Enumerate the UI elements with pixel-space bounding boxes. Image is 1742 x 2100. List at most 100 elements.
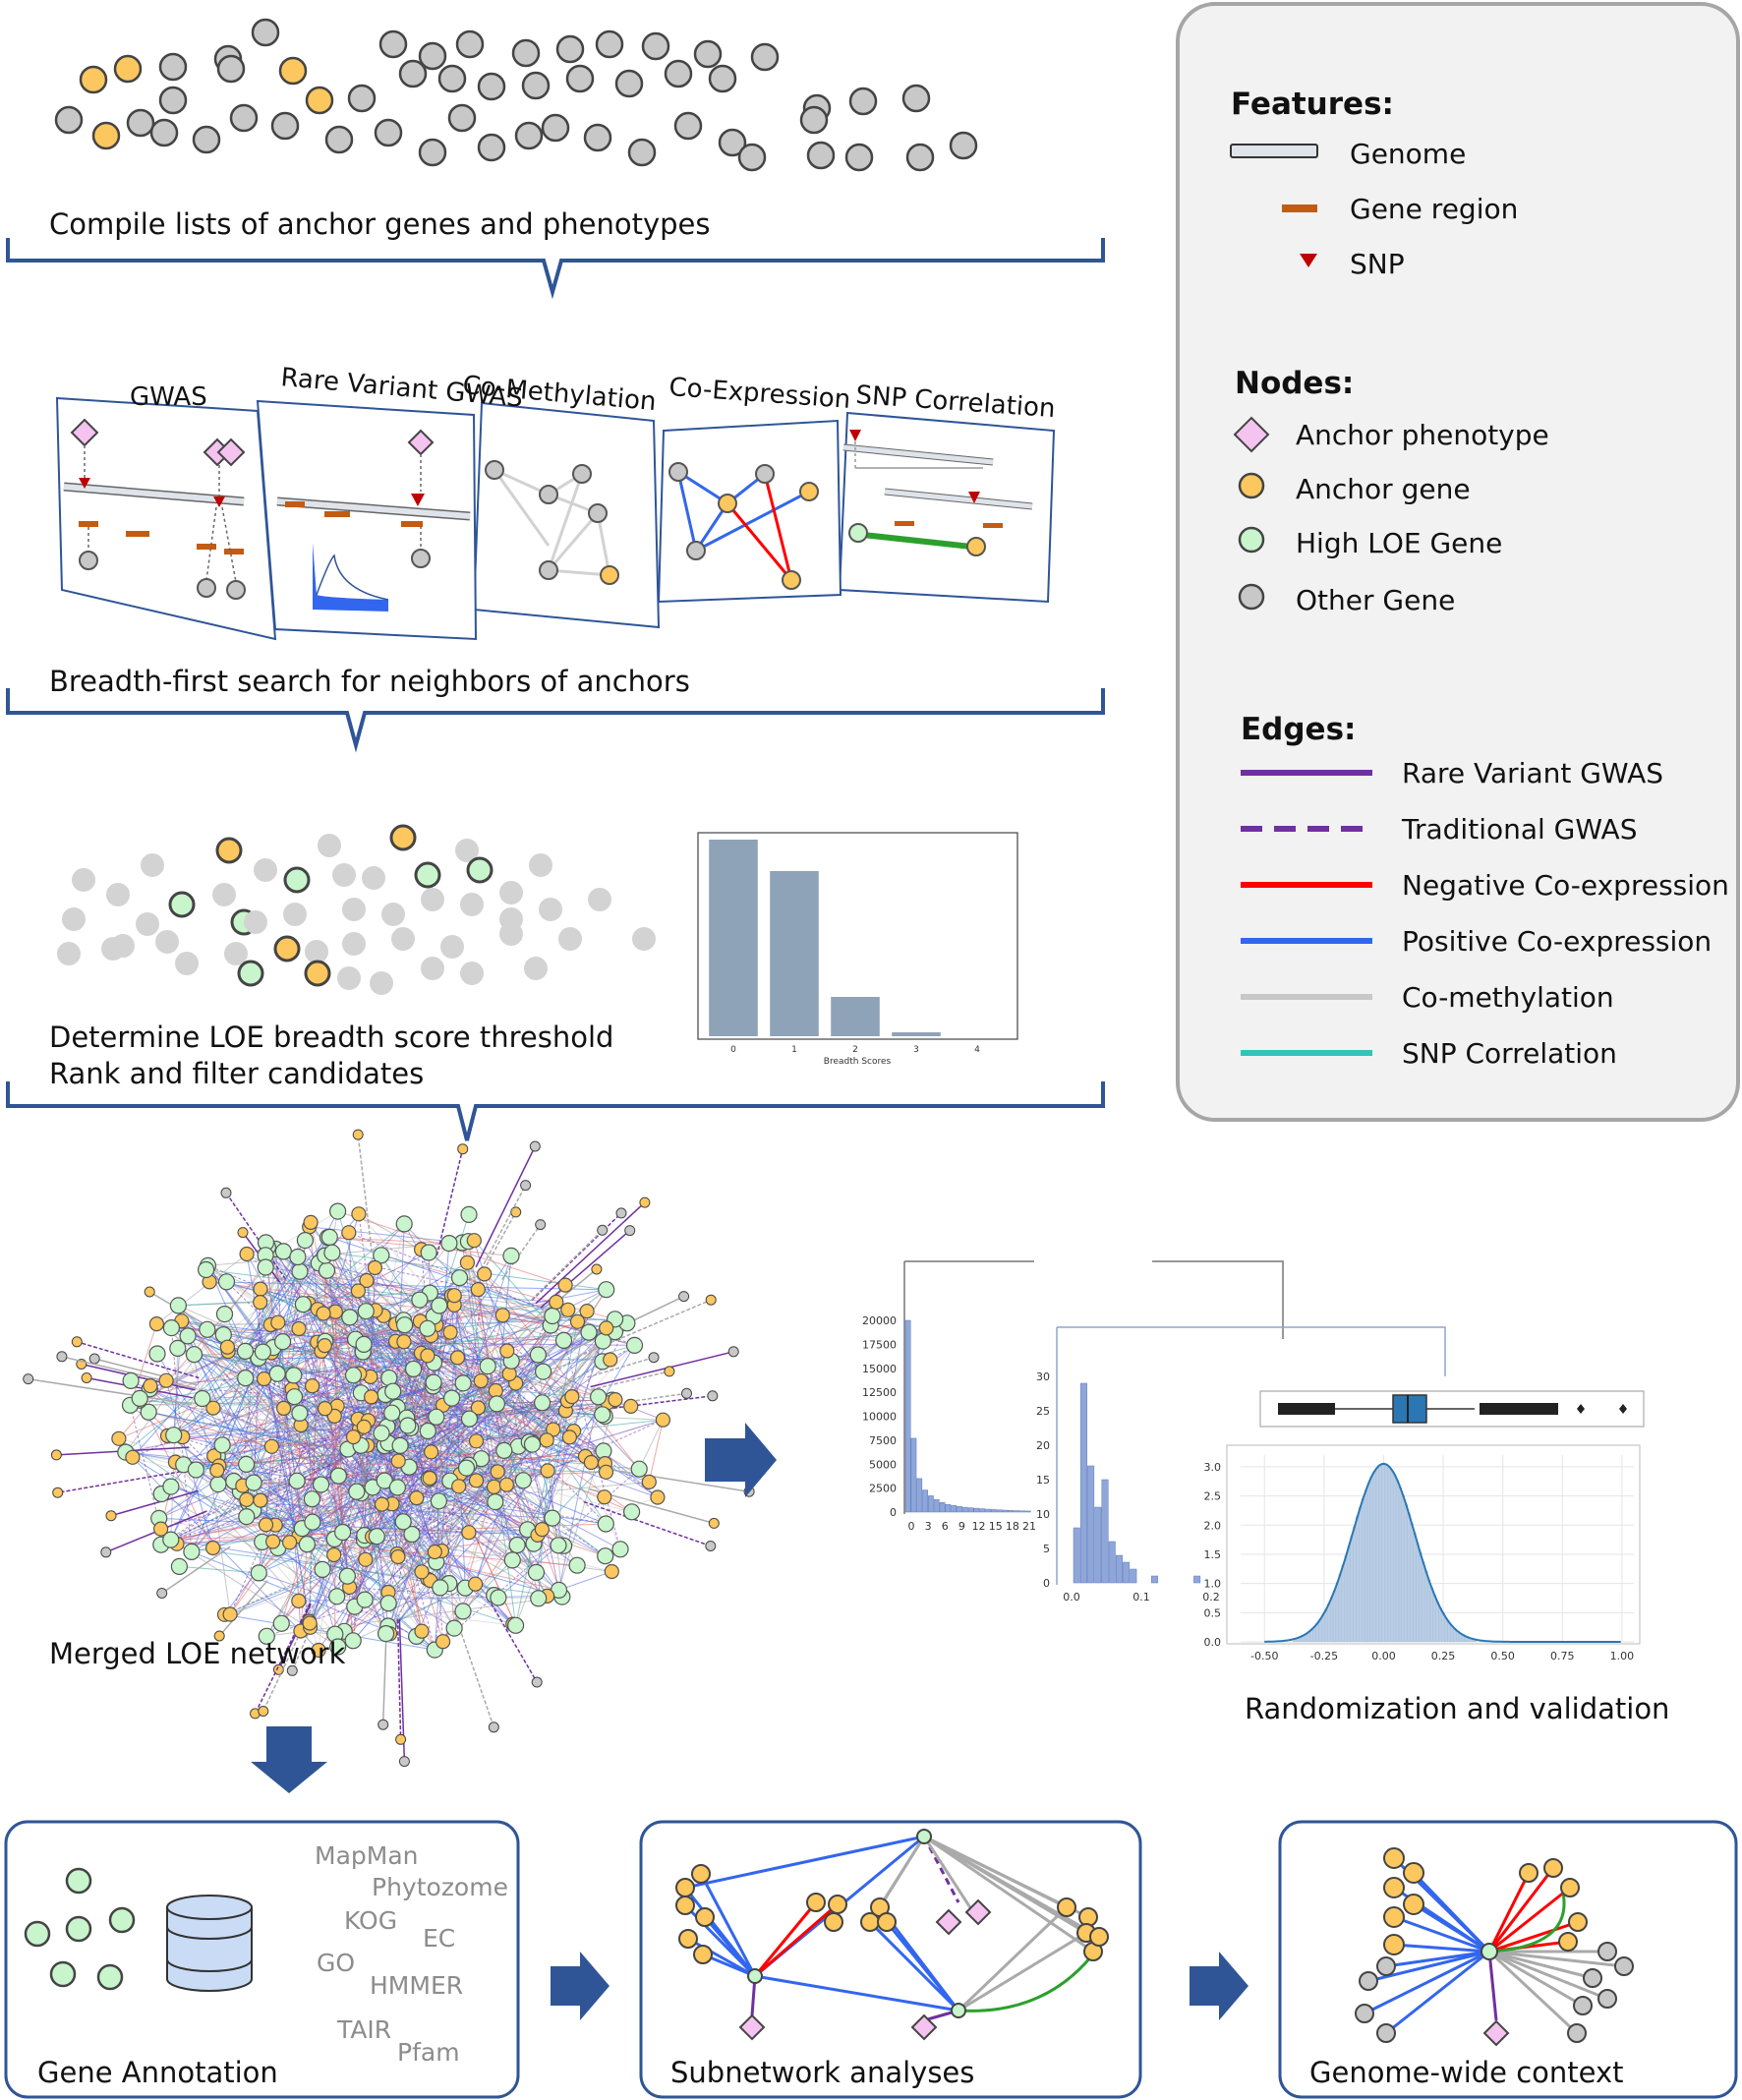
density-bar — [1327, 1604, 1331, 1643]
merged-loe-network — [23, 1129, 755, 1768]
legend-high-loe-icon — [1238, 526, 1265, 554]
panel-title-co-expression: Co-Expression — [668, 373, 852, 415]
other-gene-node — [1583, 1968, 1602, 1988]
boxplot — [1259, 1390, 1645, 1428]
network-node — [568, 1556, 586, 1574]
density-ytick: 0.0 — [1204, 1636, 1222, 1649]
other-gene-node — [664, 59, 693, 88]
edge-hist-bar — [904, 1319, 911, 1513]
high-loe-node — [1481, 1943, 1498, 1960]
density-xtick: -0.50 — [1250, 1650, 1278, 1662]
other-gene-node — [511, 38, 541, 68]
network-node — [604, 1563, 619, 1580]
other-gene-node — [806, 141, 836, 170]
network-node — [198, 1260, 215, 1279]
bracket-3 — [6, 1081, 1105, 1141]
faded-gene-node — [141, 853, 164, 877]
db-hmmer: HMMER — [370, 1971, 463, 2000]
faded-gene-node — [421, 957, 444, 980]
legend-snp-icon — [1300, 254, 1317, 267]
other-gene-node — [158, 52, 188, 82]
anchor-gene-node — [304, 960, 331, 987]
legend-edge-label: Traditional GWAS — [1401, 813, 1637, 846]
breadth-bar — [892, 1032, 941, 1036]
edge-hist-bar — [979, 1508, 986, 1513]
genome-wide-label: Genome-wide context — [1309, 2056, 1624, 2089]
network-node — [470, 1400, 486, 1416]
phenotype-node — [910, 2013, 938, 2041]
stage-bfs-label: Breadth-first search for neighbors of an… — [49, 665, 690, 698]
score-hist-bar — [1130, 1568, 1137, 1584]
legend-genome-icon — [1230, 144, 1318, 158]
score-hist-ytick: 0 — [1043, 1577, 1050, 1590]
stage-merged-label: Merged LOE network — [49, 1637, 346, 1670]
panel-snp-correlation: SNP Correlation — [838, 380, 1056, 604]
edge-hist-xtick: 21 — [1022, 1520, 1036, 1533]
density-bar — [1344, 1555, 1348, 1643]
network-node — [460, 1205, 478, 1224]
network-node — [708, 1517, 720, 1529]
other-gene-node — [398, 59, 428, 88]
network-node — [170, 1557, 188, 1576]
network-node — [286, 1664, 298, 1676]
network-node — [390, 1548, 406, 1565]
density-bar — [1438, 1607, 1442, 1643]
anchor-gene-node — [691, 1864, 711, 1884]
edge-hist-bar — [933, 1499, 940, 1513]
other-gene-node — [1355, 2004, 1374, 2023]
density-bar — [1375, 1467, 1379, 1643]
faded-gene-node — [254, 858, 277, 882]
faded-gene-node — [283, 903, 307, 926]
score-hist-bar — [1108, 1541, 1116, 1584]
other-gene-node — [477, 72, 506, 101]
network-node — [311, 1642, 326, 1659]
faded-gene-node — [342, 932, 366, 956]
network-node — [443, 1389, 461, 1407]
network-node — [304, 1513, 321, 1531]
faded-gene-node — [588, 888, 611, 911]
db-go: GO — [317, 1949, 355, 1977]
faded-gene-node — [244, 910, 267, 934]
legend-node-high-loe: High LOE Gene — [1296, 527, 1502, 559]
network-node — [460, 1410, 479, 1428]
network-node — [486, 1479, 502, 1494]
network-node — [122, 1371, 140, 1390]
anchor-gene-node — [1057, 1897, 1076, 1917]
network-node — [419, 1319, 436, 1337]
network-node — [540, 1463, 555, 1479]
edge-hist-bar — [922, 1489, 928, 1513]
high-loe-node — [466, 856, 494, 884]
stage-randomization-label: Randomization and validation — [1245, 1692, 1669, 1725]
network-node — [303, 1214, 319, 1231]
density-bar — [1398, 1487, 1403, 1643]
other-gene-node — [737, 143, 767, 172]
network-node — [291, 1320, 307, 1337]
density-xtick: 0.25 — [1431, 1650, 1456, 1662]
edge-hist-ytick: 5000 — [869, 1458, 897, 1471]
network-node — [148, 1315, 164, 1332]
network-node — [341, 1225, 357, 1241]
network-node — [105, 1510, 117, 1522]
edge-hist-bar — [928, 1495, 934, 1513]
network-node — [367, 1259, 382, 1276]
subnetwork-panel: Subnetwork analyses — [639, 1820, 1142, 2099]
network-node — [445, 1619, 463, 1637]
other-gene-node — [418, 138, 447, 167]
network-node — [274, 1243, 292, 1260]
score-hist-bar — [1150, 1575, 1158, 1584]
network-node — [454, 1603, 472, 1620]
network-node — [597, 1224, 609, 1236]
faded-gene-node — [155, 930, 179, 954]
hist1-frame — [904, 1260, 1284, 1339]
legend-phenotype-icon — [1233, 416, 1270, 453]
anchor-gene-node — [1383, 1906, 1405, 1928]
density-bar — [1366, 1482, 1371, 1643]
edge-hist-bar — [1014, 1510, 1020, 1513]
density-bar — [1318, 1618, 1322, 1643]
network-node — [253, 1294, 268, 1311]
other-gene-node — [216, 54, 246, 84]
density-bar — [1444, 1617, 1448, 1643]
network-node — [520, 1180, 532, 1192]
density-bar — [1401, 1495, 1405, 1643]
bracket-1 — [6, 238, 1105, 300]
